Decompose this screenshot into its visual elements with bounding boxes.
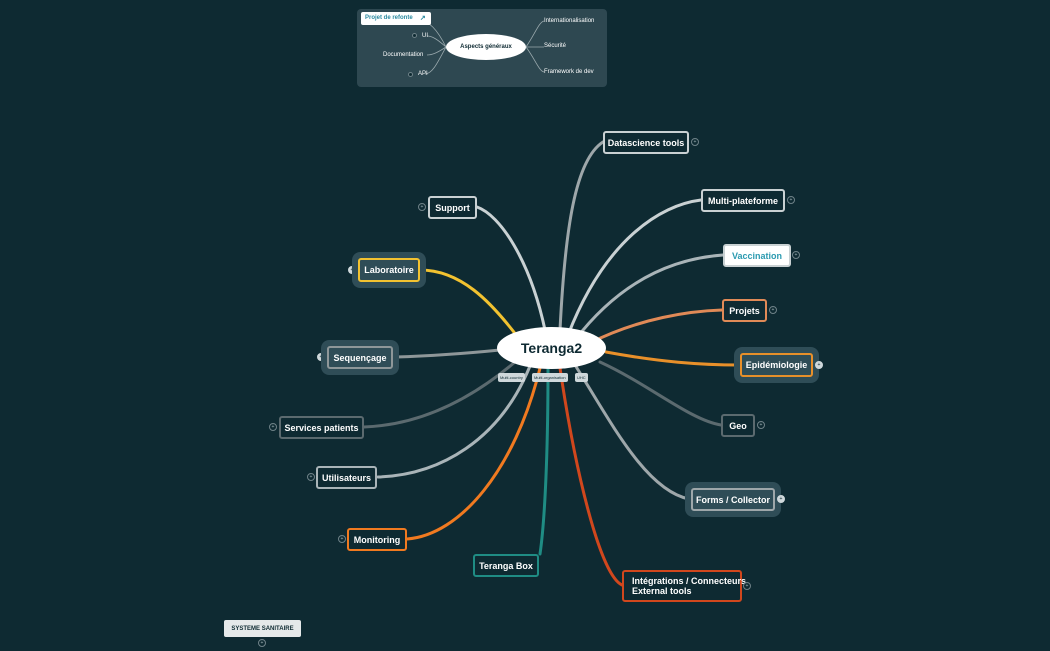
external-link-icon: ↗ (419, 15, 426, 22)
collapse-toggle-icon[interactable]: + (777, 495, 785, 503)
branch-projets (588, 308, 724, 345)
node-sequencage[interactable]: Sequençage (327, 346, 393, 369)
collapse-toggle-icon[interactable]: + (269, 423, 277, 431)
node-utilisateurs[interactable]: Utilisateurs (316, 466, 377, 489)
branch-integrations (558, 366, 624, 587)
branch-epidemiologie (604, 350, 742, 367)
branch-vaccination (573, 253, 725, 342)
mini-map-right-securite[interactable]: Sécurité (544, 43, 567, 49)
collapse-toggle-icon[interactable]: + (757, 421, 765, 429)
mini-map-right-framework[interactable]: Framework de dev (544, 69, 594, 75)
mini-map-left-documentation[interactable]: Documentation (383, 52, 424, 58)
branch-monitoring (405, 366, 542, 541)
node-monitoring[interactable]: Monitoring (347, 528, 407, 551)
node-teranga-box[interactable]: Teranga Box (473, 554, 539, 577)
mini-map-panel[interactable]: Projet de refonte↗ Aspects généraux UI D… (357, 9, 607, 87)
branch-utilisateurs (376, 364, 532, 479)
node-laboratoire[interactable]: Laboratoire (358, 258, 420, 282)
mini-map-central-topic[interactable]: Aspects généraux (446, 34, 526, 60)
branch-services (362, 360, 517, 429)
node-support[interactable]: Support (428, 196, 477, 219)
node-vaccination[interactable]: Vaccination (723, 244, 791, 267)
branch-geo (598, 360, 723, 427)
collapse-dot-icon[interactable] (412, 33, 417, 38)
node-geo[interactable]: Geo (721, 414, 755, 437)
mini-map-left-ui[interactable]: UI (422, 33, 428, 39)
collapse-toggle-icon[interactable]: + (418, 203, 426, 211)
collapse-toggle-icon[interactable]: + (338, 535, 346, 543)
mini-map-left-api[interactable]: API (418, 71, 428, 77)
branch-multiplateforme (566, 198, 703, 337)
collapse-toggle-icon[interactable]: + (743, 582, 751, 590)
collapse-toggle-icon[interactable]: + (691, 138, 699, 146)
branch-datascience (558, 140, 605, 332)
collapse-toggle-icon[interactable]: + (258, 639, 266, 647)
node-datascience-tools[interactable]: Datascience tools (603, 131, 689, 154)
collapse-dot-icon[interactable] (408, 72, 413, 77)
node-services-patients[interactable]: Services patients (279, 416, 364, 439)
collapse-toggle-icon[interactable]: + (792, 251, 800, 259)
collapse-toggle-icon[interactable]: + (787, 196, 795, 204)
collapse-toggle-icon[interactable]: + (348, 266, 356, 274)
tag-multi-country: Multi-country (498, 373, 525, 382)
collapse-toggle-icon[interactable]: + (769, 306, 777, 314)
collapse-toggle-icon[interactable]: + (307, 473, 315, 481)
node-forms-collector[interactable]: Forms / Collector (691, 488, 775, 511)
collapse-toggle-icon[interactable]: + (317, 353, 325, 361)
node-integrations[interactable]: Intégrations / Connecteurs External tool… (622, 570, 746, 602)
mini-map-right-internationalisation[interactable]: Internationalisation (544, 18, 595, 24)
collapse-toggle-icon[interactable]: + (815, 361, 823, 369)
node-epidemiologie[interactable]: Epidémiologie (740, 353, 813, 377)
branch-forms (573, 363, 691, 501)
branch-support (475, 205, 547, 332)
branch-laboratoire (418, 268, 522, 342)
floating-topic[interactable]: SYSTEME SANITAIRE (224, 620, 301, 637)
branch-sequencage (394, 348, 502, 359)
node-projets[interactable]: Projets (722, 299, 767, 322)
mini-map-title-link[interactable]: Projet de refonte↗ (361, 12, 431, 25)
branch-teranga-box (538, 367, 550, 556)
tag-multi-organisation: Multi-organisation (532, 373, 568, 382)
node-multi-plateforme[interactable]: Multi-plateforme (701, 189, 785, 212)
central-topic[interactable]: Teranga2 (497, 327, 606, 369)
tag-uhc: UHC (575, 373, 588, 382)
